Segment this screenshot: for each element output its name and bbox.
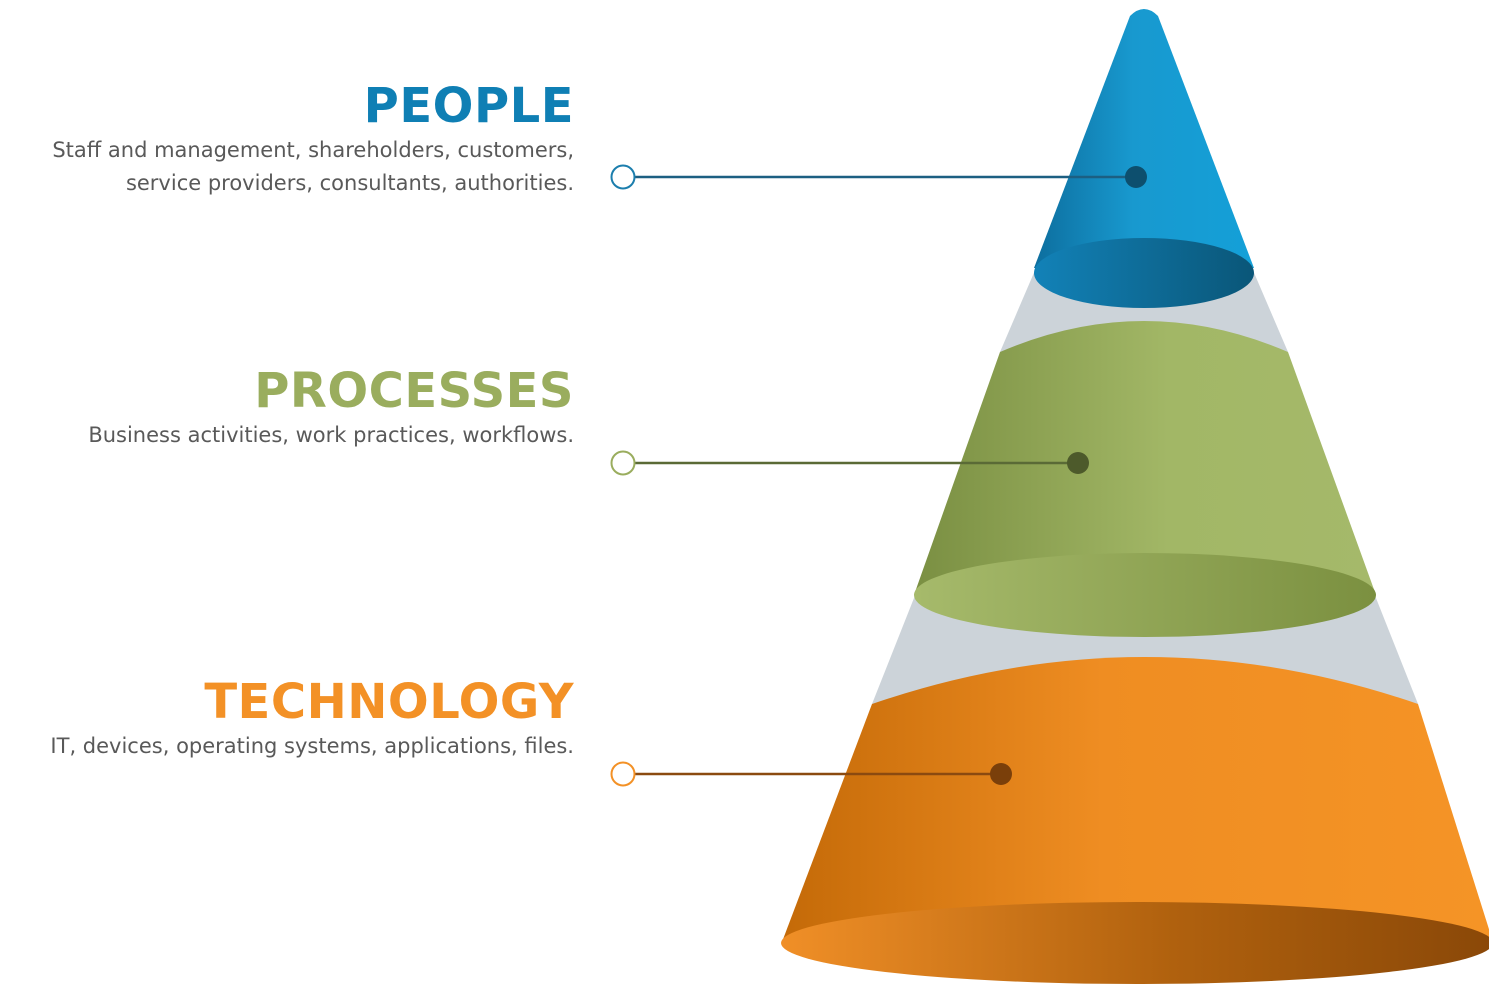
- cone-base-technology: [781, 902, 1489, 984]
- cone-segment-processes: [914, 321, 1376, 595]
- tier-technology: TECHNOLOGY IT, devices, operating system…: [50, 674, 574, 763]
- connector-people-start-icon: [610, 164, 636, 190]
- cone-segment-people: [1034, 9, 1254, 268]
- tier-processes: PROCESSES Business activities, work prac…: [88, 363, 574, 452]
- connector-processes-dot-icon: [1067, 452, 1089, 474]
- connector-people-dot-icon: [1125, 166, 1147, 188]
- tier-processes-description: Business activities, work practices, wor…: [88, 423, 574, 447]
- connector-processes: [610, 450, 1089, 476]
- tier-processes-title: PROCESSES: [254, 363, 574, 419]
- cone-base-people: [1034, 238, 1254, 308]
- tier-technology-description: IT, devices, operating systems, applicat…: [50, 734, 574, 758]
- tier-people-description-line-1: Staff and management, shareholders, cust…: [52, 138, 574, 162]
- connector-processes-start-icon: [610, 450, 636, 476]
- tier-people-title: PEOPLE: [363, 78, 574, 134]
- connector-technology-dot-icon: [990, 763, 1012, 785]
- tier-people: PEOPLE Staff and management, shareholder…: [52, 78, 574, 200]
- cone-base-processes: [914, 553, 1376, 637]
- cone-segment-technology: [782, 657, 1489, 942]
- connector-people: [610, 164, 1147, 190]
- connector-technology: [610, 761, 1012, 787]
- connector-technology-start-icon: [610, 761, 636, 787]
- tier-people-description-line-2: service providers, consultants, authorit…: [125, 171, 574, 195]
- tier-technology-title: TECHNOLOGY: [204, 674, 574, 730]
